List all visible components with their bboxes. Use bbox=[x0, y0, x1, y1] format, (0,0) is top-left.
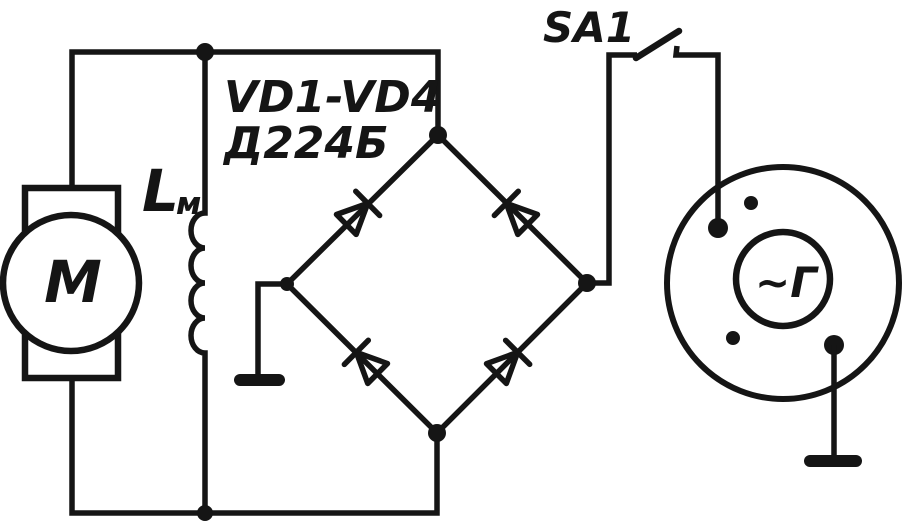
diode-bottom-left bbox=[341, 337, 391, 387]
junction-top-rail bbox=[196, 43, 214, 61]
diode-arrow bbox=[503, 200, 541, 238]
bridge-designators-label: VD1-VD4 bbox=[224, 72, 441, 123]
junction-bridge-top bbox=[429, 126, 447, 144]
generator-terminal-top bbox=[708, 218, 728, 238]
inductor: L м bbox=[142, 52, 208, 513]
switch-blade bbox=[632, 27, 683, 62]
motor-body bbox=[0, 211, 143, 355]
junction-bridge-left bbox=[280, 277, 294, 291]
diode-cathode-bar bbox=[353, 188, 383, 219]
diode-cathode-bar bbox=[341, 337, 372, 368]
diode-bottom-right bbox=[483, 337, 533, 387]
junction-bridge-bottom bbox=[428, 424, 446, 442]
diode-top-left bbox=[333, 188, 383, 238]
bridge-part-number-label: Д224Б bbox=[222, 118, 389, 169]
ground-right bbox=[804, 345, 862, 467]
junction-bridge-right bbox=[578, 274, 596, 292]
generator-dot-lower bbox=[726, 331, 740, 345]
ground-left-wire bbox=[255, 281, 287, 376]
switch-feed-wire bbox=[587, 52, 637, 286]
ground-left bbox=[234, 281, 287, 386]
switch-sa1: SA1 bbox=[543, 3, 721, 286]
motor: M bbox=[0, 184, 143, 382]
inductor-label-subscript: м bbox=[176, 186, 201, 222]
generator: ~Г bbox=[664, 164, 902, 402]
diode-top-right bbox=[491, 188, 541, 238]
diode-arrow bbox=[483, 349, 521, 387]
inductor-label: L bbox=[142, 157, 179, 225]
top-rail-wire bbox=[69, 49, 441, 188]
motor-label: M bbox=[44, 248, 102, 316]
inductor-coil bbox=[188, 52, 208, 513]
switch-output-wire bbox=[672, 45, 721, 228]
diode-cathode-bar bbox=[502, 337, 533, 368]
diode-cathode-bar bbox=[491, 188, 522, 219]
generator-housing bbox=[664, 164, 902, 402]
switch-label: SA1 bbox=[543, 3, 635, 52]
generator-core bbox=[732, 228, 834, 330]
bridge-edges bbox=[283, 131, 591, 437]
bottom-rail-wire bbox=[69, 378, 440, 516]
diode-arrow bbox=[353, 349, 391, 387]
generator-dot-upper bbox=[744, 196, 758, 210]
generator-label: ~Г bbox=[755, 258, 819, 307]
diode-arrow bbox=[333, 200, 371, 238]
junction-bottom-rail bbox=[197, 505, 213, 521]
